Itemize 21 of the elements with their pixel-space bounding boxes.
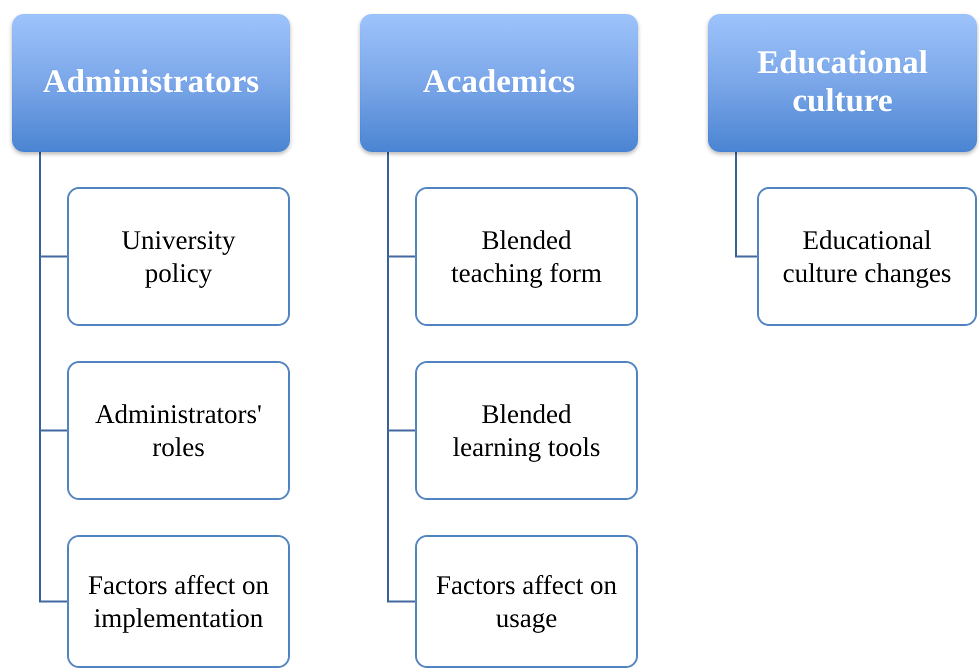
topic-box — [415, 361, 638, 500]
topic-box — [415, 187, 638, 326]
category-header-box — [360, 14, 638, 152]
category-header-box — [12, 14, 290, 152]
box-text: Educational culture changes — [782, 224, 952, 289]
category-header-box — [708, 14, 977, 152]
topic-box — [415, 535, 638, 668]
box-text: Educational culture — [756, 45, 929, 121]
topic-box — [67, 535, 290, 668]
box-text: Factors affect on usage — [435, 569, 618, 634]
connector-line — [735, 152, 757, 258]
box-text: Administrators' roles — [94, 398, 263, 463]
box-text: Academics — [422, 64, 576, 102]
topic-box — [67, 187, 290, 326]
box-text: Factors affect on implementation — [87, 569, 270, 634]
box-text: Blended teaching form — [450, 224, 603, 289]
topic-box — [67, 361, 290, 500]
box-text: Blended learning tools — [452, 398, 602, 463]
box-text: Administrators — [42, 64, 260, 102]
topic-box — [757, 187, 977, 326]
box-text: University policy — [120, 224, 236, 289]
